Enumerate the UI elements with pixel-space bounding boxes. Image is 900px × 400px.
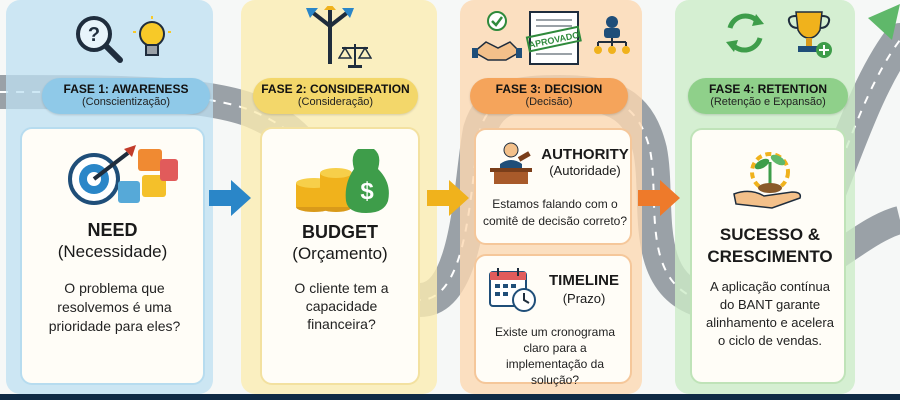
budget-title: BUDGET (302, 222, 378, 242)
judge-podium-icon (490, 142, 532, 184)
balance-scale-icon (338, 44, 372, 68)
budget-subtitle: (Orçamento) (292, 244, 388, 263)
phase-3-tag: FASE 3: DECISION (Decisão) (470, 78, 628, 114)
phase-1-subtitle: (Conscientização) (81, 96, 171, 108)
authority-title: AUTHORITY (541, 146, 629, 163)
success-text: A aplicação contínua do BANT garante ali… (706, 279, 834, 348)
phase-1-tag: FASE 1: AWARENESS (Conscientização) (42, 78, 210, 114)
handshake-icon (472, 41, 522, 61)
magnifier-question-icon: ? (76, 16, 123, 63)
authority-card: AUTHORITY (Autoridade) Estamos falando c… (474, 128, 632, 245)
need-question: O problema que resolvemos é uma priorida… (48, 280, 181, 334)
flow-arrow-1 (209, 180, 251, 216)
phase-4-tag: FASE 4: RETENTION (Retenção e Expansão) (688, 78, 848, 114)
target-puzzle-icon (68, 145, 178, 205)
timeline-title: TIMELINE (549, 272, 619, 289)
phase-3-subtitle: (Decisão) (525, 96, 573, 108)
need-card: NEED (Necessidade) O problema que resolv… (20, 127, 205, 385)
authority-question: Estamos falando com o comitê de decisão … (482, 197, 628, 228)
plant-hand-icon (733, 152, 802, 209)
bottom-bar (0, 394, 900, 400)
approved-document-icon: APROVADO (525, 11, 582, 65)
success-card: SUCESSO & CRESCIMENTO A aplicação contín… (690, 128, 846, 384)
phase-2-subtitle: (Consideração) (297, 96, 374, 108)
org-chart-icon (594, 16, 630, 54)
flow-arrow-3 (638, 180, 680, 216)
phase-2-tag: FASE 2: CONSIDERATION (Consideração) (253, 78, 418, 114)
road-end-arrow (868, 4, 900, 40)
recycle-arrows-icon (726, 13, 764, 53)
money-bag-coins-icon: $ (296, 149, 389, 213)
phase-2-title: FASE 2: CONSIDERATION (261, 82, 410, 96)
lightbulb-icon (133, 16, 171, 56)
phase-4-subtitle: (Retenção e Expansão) (710, 96, 826, 108)
phase-3-title: FASE 3: DECISION (495, 82, 603, 96)
need-title: NEED (87, 220, 138, 240)
svg-text:$: $ (360, 178, 374, 205)
timeline-question: Existe um cronograma claro para a implem… (494, 325, 616, 387)
timeline-card: TIMELINE (Prazo) Existe um cronograma cl… (474, 254, 632, 387)
need-subtitle: (Necessidade) (57, 242, 168, 261)
flow-arrow-2 (427, 180, 469, 216)
svg-text:?: ? (88, 24, 100, 46)
trophy-icon (787, 11, 832, 58)
success-title: SUCESSO & CRESCIMENTO (707, 225, 833, 266)
timeline-subtitle: (Prazo) (562, 291, 606, 306)
budget-card: $ BUDGET (Orçamento) O cliente tem a cap… (260, 127, 420, 385)
phase-1-title: FASE 1: AWARENESS (63, 82, 189, 96)
signpost-arrows-icon (306, 6, 354, 64)
calendar-clock-icon (489, 268, 536, 312)
authority-subtitle: (Autoridade) (549, 163, 621, 178)
checkmark-circle-icon (487, 11, 507, 31)
budget-question: O cliente tem a capacidade financeira? (294, 280, 389, 332)
phase-4-title: FASE 4: RETENTION (708, 82, 827, 96)
